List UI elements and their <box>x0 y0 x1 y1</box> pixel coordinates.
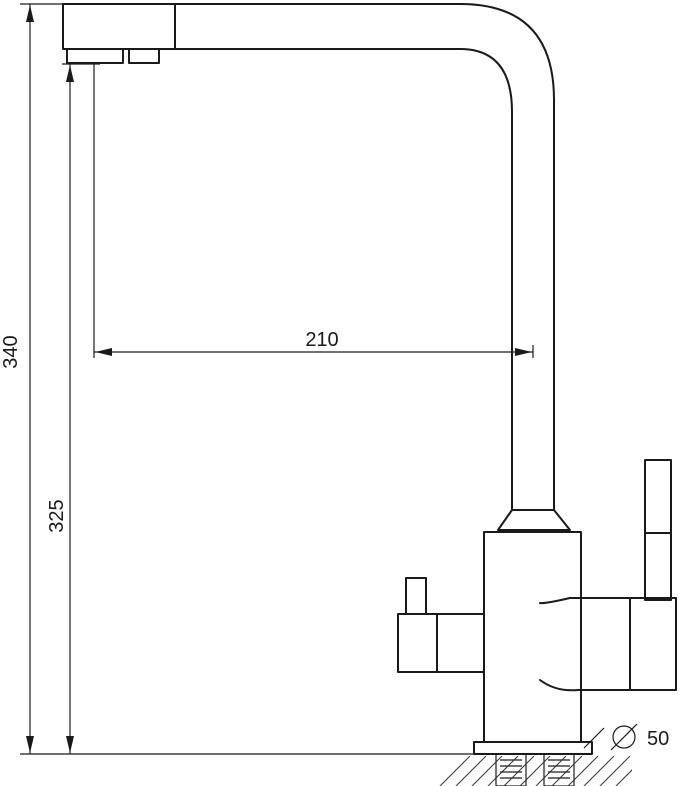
spout-reach-label: 210 <box>305 329 338 351</box>
faucet-body <box>483 531 582 743</box>
spout-collar <box>497 509 571 531</box>
left-lever <box>405 577 427 615</box>
dimension-spout-height: 325 <box>46 63 100 754</box>
base-plate <box>473 741 593 755</box>
spout-pipe <box>174 3 555 511</box>
dimension-spout-reach: 210 <box>93 64 534 358</box>
mount-diameter-label: 50 <box>647 728 669 750</box>
diameter-symbol-icon <box>610 723 638 751</box>
right-valve <box>539 597 677 692</box>
spout-height-label: 325 <box>46 499 68 532</box>
dimension-total-height: 340 <box>0 3 474 755</box>
supply-hoses <box>495 753 575 786</box>
spout-head <box>62 3 176 50</box>
outlet-nozzle-left <box>66 48 124 64</box>
left-valve <box>397 613 485 673</box>
dimension-mount-diameter: 50 <box>583 723 669 751</box>
total-height-label: 340 <box>0 335 22 368</box>
right-lever <box>644 459 672 601</box>
faucet-outline <box>62 3 677 786</box>
countertop-hatch <box>439 756 632 786</box>
outlet-nozzle-right <box>128 48 160 64</box>
